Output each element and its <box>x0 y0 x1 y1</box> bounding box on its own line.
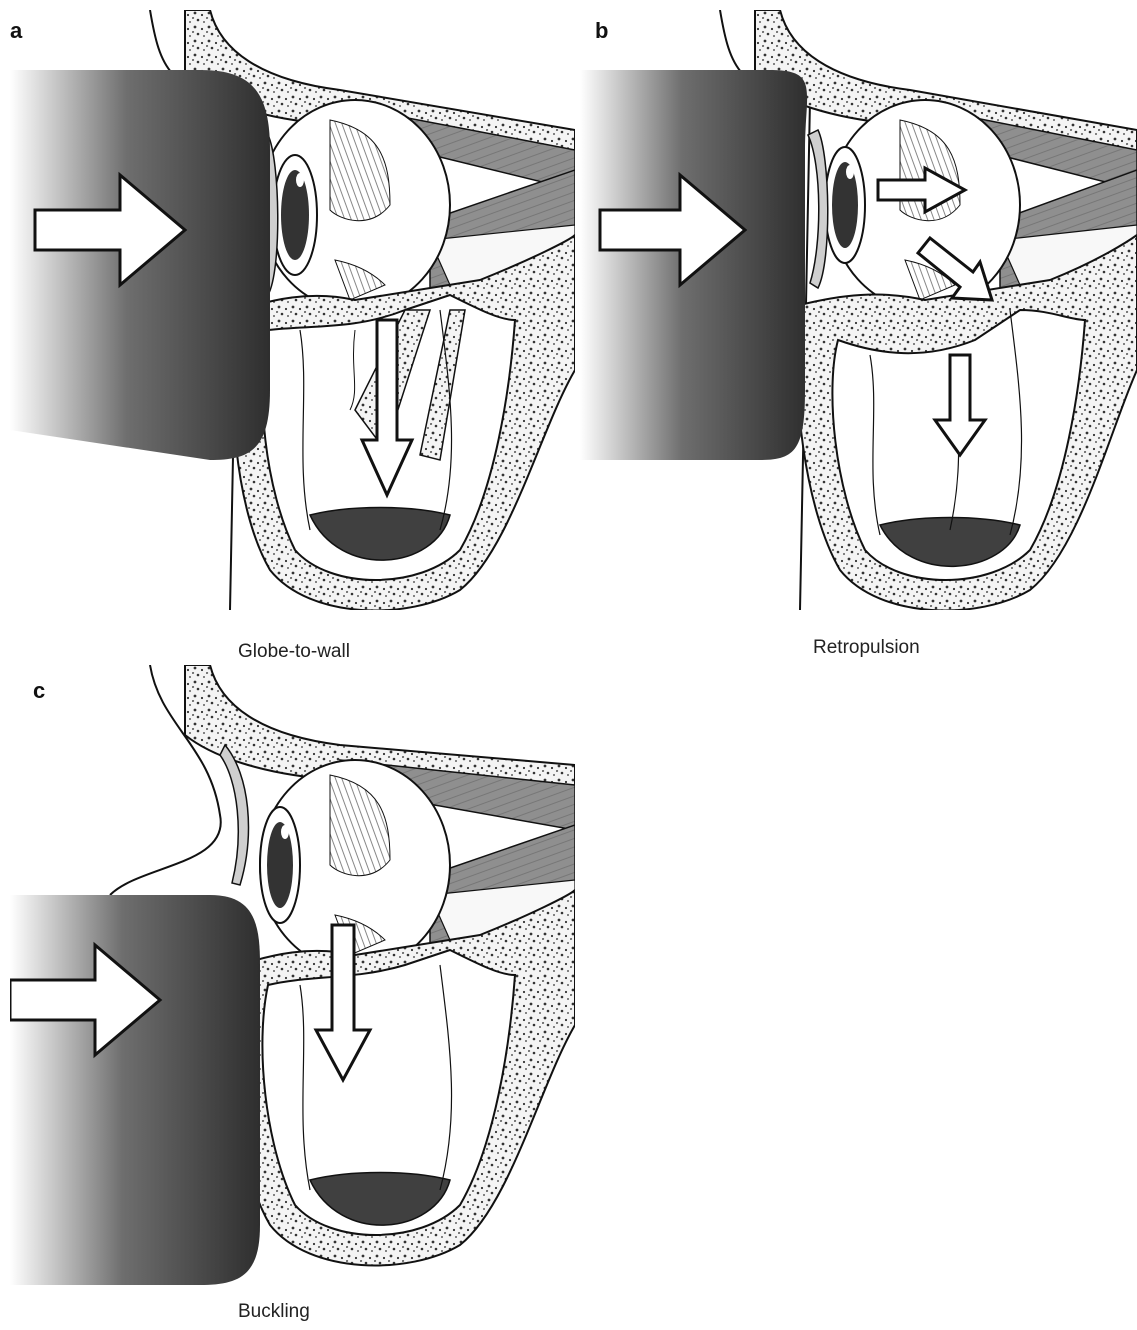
panel-b-anatomy <box>580 10 1137 610</box>
panel-b-caption: Retropulsion <box>813 638 920 657</box>
panel-c-illustration <box>10 665 575 1285</box>
panel-a-caption: Globe-to-wall <box>238 642 350 661</box>
panel-b-illustration <box>580 10 1137 610</box>
panel-c-caption: Buckling <box>238 1302 310 1321</box>
panel-a-anatomy <box>10 10 575 610</box>
panel-a-illustration <box>10 10 575 610</box>
